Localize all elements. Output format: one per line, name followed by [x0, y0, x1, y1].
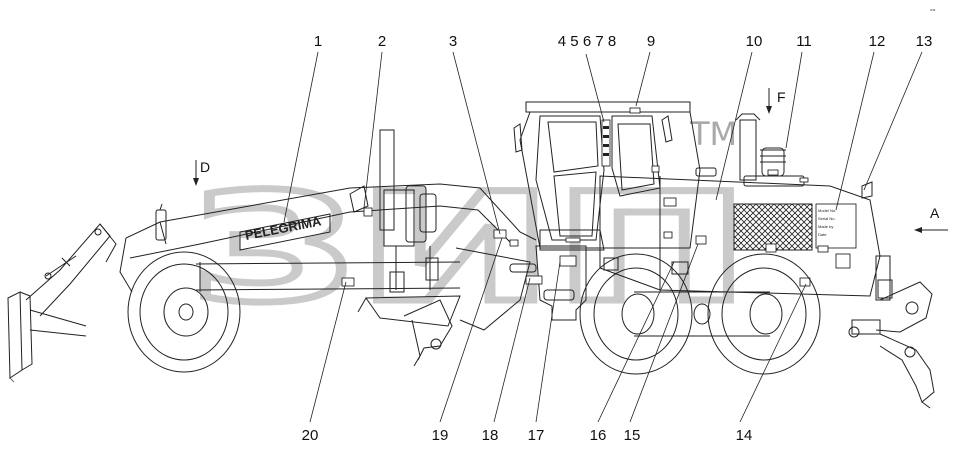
- engine-hood: Model No. Serial No. Made by Date: [599, 113, 893, 301]
- callout-3: 3: [449, 33, 457, 50]
- view-arrow-d: D: [193, 159, 210, 186]
- watermark-text: ЗИП: [190, 162, 750, 336]
- steps-and-tanks: [341, 207, 587, 331]
- callout-1: 1: [314, 33, 322, 50]
- view-label-f: F: [777, 89, 786, 105]
- plate-line-1: Model No.: [818, 208, 836, 213]
- front-wheel: [127, 251, 241, 373]
- blade-circle-assembly: [349, 129, 461, 367]
- view-arrow-a: A: [914, 205, 948, 233]
- callout-12: 12: [869, 33, 886, 50]
- corner-mark: °°: [930, 8, 936, 16]
- plate-line-2: Serial No.: [818, 216, 836, 221]
- callout-18: 18: [482, 427, 499, 444]
- view-label-a: A: [930, 205, 940, 221]
- tandem-wheels: [579, 253, 821, 375]
- callout-numbers: 1 2 3 4 5 6 7 8 9 10 11 12 13 14 15 16 1…: [302, 33, 933, 444]
- callout-4-8: 4 5 6 7 8: [558, 33, 616, 50]
- callout-20: 20: [302, 427, 319, 444]
- rear-ripper: [848, 281, 935, 409]
- cab: [513, 101, 701, 251]
- front-dozer-blade: [7, 223, 117, 383]
- callout-15: 15: [624, 427, 641, 444]
- callout-11: 11: [796, 33, 812, 50]
- callout-16: 16: [590, 427, 607, 444]
- leader-lines: [283, 51, 923, 423]
- callout-13: 13: [916, 33, 933, 50]
- callout-9: 9: [647, 33, 655, 50]
- callout-19: 19: [432, 427, 449, 444]
- view-label-d: D: [200, 159, 210, 175]
- callout-10: 10: [746, 33, 763, 50]
- callout-14: 14: [736, 427, 753, 444]
- plate-line-3: Made by: [818, 224, 833, 229]
- plate-line-4: Date: [818, 232, 827, 237]
- view-arrow-f: F: [766, 88, 786, 114]
- callout-2: 2: [378, 33, 386, 50]
- callout-17: 17: [528, 427, 545, 444]
